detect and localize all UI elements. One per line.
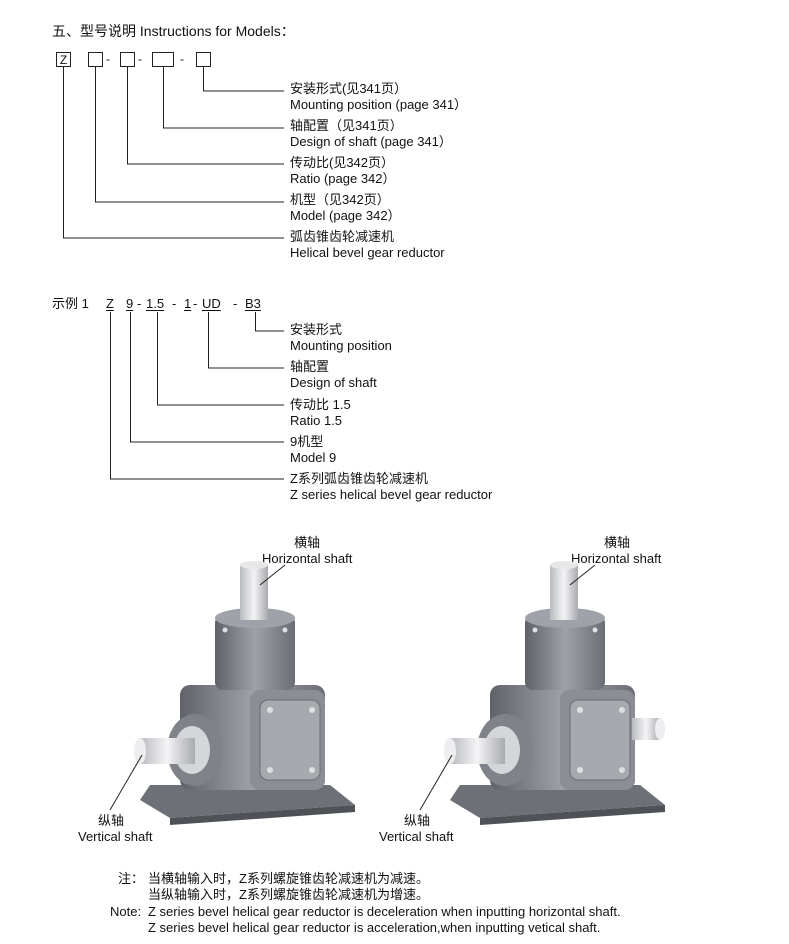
definition-ratio-zh: 传动比(见342页）: [290, 155, 395, 170]
left-top-label-zh: 横轴: [294, 535, 321, 550]
leader-ex-ratio: [157, 312, 284, 406]
definition-series-zh: 弧齿锥齿轮减速机: [290, 229, 395, 244]
leader-ex-shaft: [208, 312, 284, 369]
note-label-en: Note:: [110, 904, 142, 919]
example-part-model: 9: [126, 296, 134, 311]
definition-ratio-en: Ratio (page 342）: [290, 171, 396, 186]
definition-shaft-zh: 轴配置（见341页）: [290, 118, 403, 133]
section-heading: 五、型号说明 Instructions for Models：: [52, 23, 295, 39]
definition-series-en: Helical bevel gear reductor: [290, 245, 445, 260]
example-item-model-zh: 9机型: [290, 434, 324, 449]
example-item-series-en: Z series helical bevel gear reductor: [290, 487, 493, 502]
leader-ratio: [127, 67, 284, 165]
example-part-mounting: B3: [245, 296, 261, 311]
definition-shaft-en: Design of shaft (page 341）: [290, 134, 452, 149]
note-label-zh: 注：: [118, 871, 145, 886]
right-bottom-label-en: Vertical shaft: [379, 829, 454, 844]
left-bottom-label-en: Vertical shaft: [78, 829, 153, 844]
example-label: 示例 1: [52, 296, 89, 311]
leader-ex-series: [110, 312, 284, 480]
leader-series: [63, 67, 284, 239]
example-dash: -: [172, 296, 177, 311]
example-part-shaft-number: 1: [184, 296, 192, 311]
example-item-ratio-en: Ratio 1.5: [290, 413, 343, 428]
code-box-shaft: [152, 52, 174, 67]
example-dash: -: [137, 296, 142, 311]
right-top-label-zh: 横轴: [604, 535, 631, 550]
leader-ex-model: [130, 312, 284, 443]
code-box-ratio: [120, 52, 135, 67]
note-line2-en: Z series bevel helical gear reductor is …: [148, 920, 601, 935]
leader-mounting: [203, 67, 284, 92]
definition-model-en: Model (page 342）: [290, 208, 401, 223]
leader-ex-mounting: [255, 312, 284, 332]
example-item-series-zh: Z系列弧齿锥齿轮减速机: [290, 471, 428, 486]
gear-reducer-left-image: [109, 561, 355, 825]
right-bottom-label-zh: 纵轴: [404, 813, 431, 828]
example-part-series: Z: [106, 296, 114, 311]
code-box-model: [88, 52, 103, 67]
example-part-shaft-design: UD: [202, 296, 221, 311]
note-line1-zh: 当横轴输入时，Z系列螺旋锥齿轮减速机为减速。: [148, 871, 429, 886]
code-dash: -: [106, 52, 110, 66]
example-item-model-en: Model 9: [290, 450, 337, 465]
left-bottom-label-zh: 纵轴: [98, 813, 125, 828]
code-box-series: Z: [56, 52, 71, 67]
example-item-mounting-zh: 安装形式: [290, 322, 343, 337]
code-dash: -: [180, 52, 184, 66]
example-item-shaft-en: Design of shaft: [290, 375, 377, 390]
example-dash: -: [193, 296, 198, 311]
definition-mounting-zh: 安装形式(见341页）: [290, 81, 408, 96]
leader-model: [95, 67, 284, 203]
definition-model-zh: 机型（见342页）: [290, 192, 390, 207]
leader-lines: [63, 67, 284, 480]
code-dash: -: [138, 52, 142, 66]
example-item-shaft-zh: 轴配置: [290, 359, 330, 374]
example-dash: -: [233, 296, 238, 311]
right-top-label-en: Horizontal shaft: [571, 551, 662, 566]
gear-reducer-right-image: [419, 561, 665, 825]
note-line1-en: Z series bevel helical gear reductor is …: [148, 904, 621, 919]
example-item-mounting-en: Mounting position: [290, 338, 392, 353]
example-part-ratio: 1.5: [146, 296, 165, 311]
left-top-label-en: Horizontal shaft: [262, 551, 353, 566]
note-line2-zh: 当纵轴输入时，Z系列螺旋锥齿轮减速机为增速。: [148, 887, 429, 902]
example-item-ratio-zh: 传动比 1.5: [290, 397, 351, 412]
definition-mounting-en: Mounting position (page 341）: [290, 97, 468, 112]
leader-shaft: [163, 67, 284, 129]
code-box-mounting: [196, 52, 211, 67]
